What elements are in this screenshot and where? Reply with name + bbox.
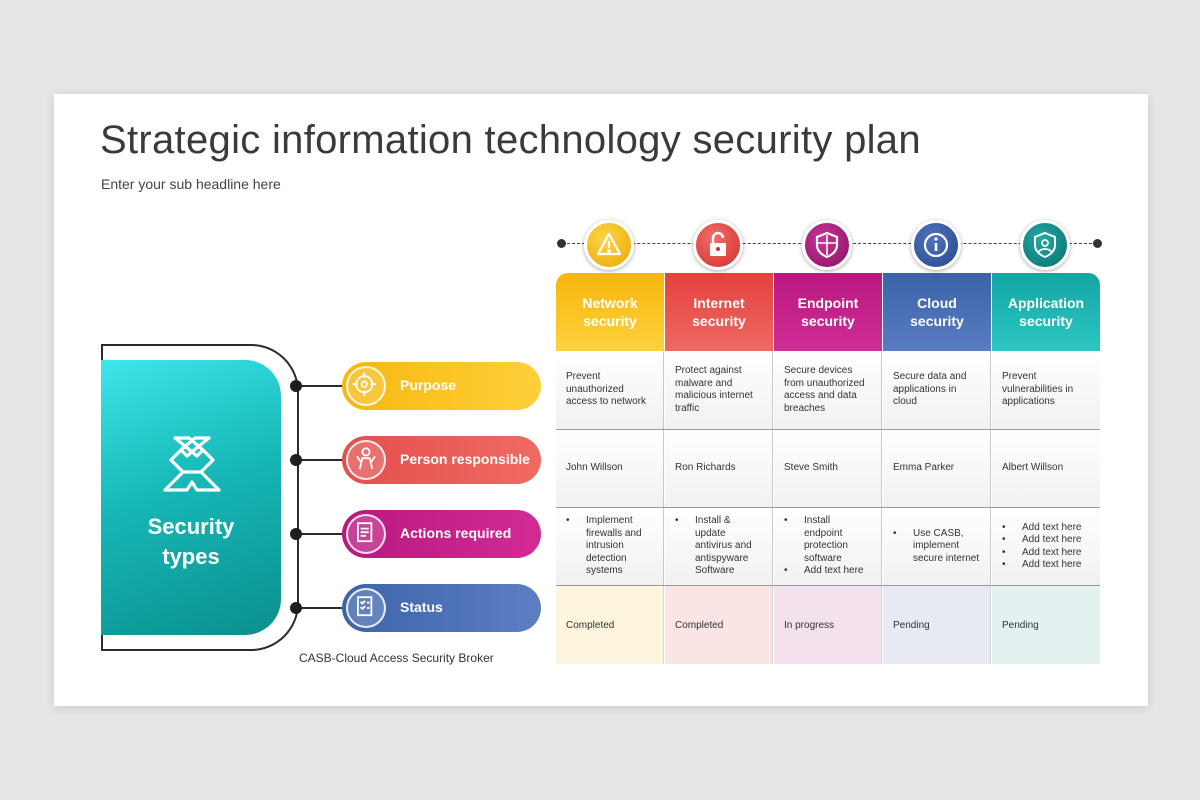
- cell-status: In progress: [774, 586, 882, 664]
- cell-actions: Add text here Add text here Add text her…: [992, 508, 1100, 585]
- cell-actions: Install & update antivirus and antispywa…: [665, 508, 773, 585]
- checklist-icon: [346, 588, 386, 628]
- cell-status: Pending: [883, 586, 991, 664]
- slide: Strategic information technology securit…: [54, 94, 1148, 706]
- connector-line-actions: [299, 533, 342, 535]
- row-separator: [556, 429, 1100, 430]
- action-item: Add text here: [1002, 534, 1081, 547]
- connector-line-status: [299, 607, 342, 609]
- security-types-label: Security types: [147, 514, 235, 569]
- action-item: Add text here: [784, 565, 871, 578]
- pill-label: Purpose: [400, 377, 457, 393]
- column-header-application: Application security: [992, 273, 1100, 351]
- pill-label: Person responsible: [400, 451, 530, 467]
- connector-line-purpose: [299, 385, 342, 387]
- connector-dot: [290, 528, 302, 540]
- action-item: Implement firewalls and intrusion detect…: [566, 515, 653, 578]
- person-icon: [346, 440, 386, 480]
- warning-icon: [584, 220, 634, 270]
- row-separator: [556, 585, 1100, 586]
- cell-actions: Use CASB, implement secure internet: [883, 508, 991, 585]
- pill-actions-required: Actions required: [342, 510, 541, 558]
- cell-status: Completed: [665, 586, 773, 664]
- bracket-cap-bottom: [101, 635, 103, 651]
- cell-person: John Willson: [556, 430, 664, 507]
- column-header-cloud: Cloud security: [883, 273, 991, 351]
- cell-person: Albert Willson: [992, 430, 1100, 507]
- info-icon: [911, 220, 961, 270]
- pill-label: Status: [400, 599, 443, 615]
- security-types-card: Security types: [101, 360, 281, 635]
- action-item: Install endpoint protection software: [784, 515, 871, 565]
- timeline-endpoint: [557, 239, 566, 248]
- cell-purpose: Protect against malware and malicious in…: [665, 351, 773, 429]
- action-item: Add text here: [1002, 522, 1081, 535]
- pill-label: Actions required: [400, 525, 512, 541]
- document-icon: [346, 514, 386, 554]
- page-subtitle: Enter your sub headline here: [101, 176, 281, 192]
- column-header-endpoint: Endpoint security: [774, 273, 882, 351]
- cell-purpose: Secure data and applications in cloud: [883, 351, 991, 429]
- cell-person: Steve Smith: [774, 430, 882, 507]
- cell-actions: Implement firewalls and intrusion detect…: [556, 508, 664, 585]
- cell-purpose: Secure devices from unauthorized access …: [774, 351, 882, 429]
- connector-dot: [290, 454, 302, 466]
- action-item: Install & update antivirus and antispywa…: [675, 515, 762, 578]
- handshake-icon: [163, 436, 221, 492]
- action-item: Add text here: [1002, 559, 1081, 572]
- connector-line-person: [299, 459, 342, 461]
- cell-purpose: Prevent unauthorized access to network: [556, 351, 664, 429]
- bracket-cap-top: [101, 344, 103, 360]
- unlock-icon: [693, 220, 743, 270]
- pill-purpose: Purpose: [342, 362, 541, 410]
- cell-purpose: Prevent vulnerabilities in applications: [992, 351, 1100, 429]
- row-separator: [556, 507, 1100, 508]
- cell-person: Ron Richards: [665, 430, 773, 507]
- timeline-endpoint: [1093, 239, 1102, 248]
- cell-person: Emma Parker: [883, 430, 991, 507]
- action-item: Use CASB, implement secure internet: [893, 528, 980, 566]
- connector-bracket: [101, 344, 299, 651]
- pill-status: Status: [342, 584, 541, 632]
- shield-icon: [802, 220, 852, 270]
- target-icon: [346, 366, 386, 406]
- cell-status: Completed: [556, 586, 664, 664]
- user-shield-icon: [1020, 220, 1070, 270]
- connector-dot: [290, 380, 302, 392]
- page-title: Strategic information technology securit…: [100, 118, 921, 162]
- action-item: Add text here: [1002, 547, 1081, 560]
- column-header-network: Network security: [556, 273, 664, 351]
- cell-actions: Install endpoint protection software Add…: [774, 508, 882, 585]
- connector-dot: [290, 602, 302, 614]
- footnote: CASB-Cloud Access Security Broker: [299, 651, 494, 665]
- column-header-internet: Internet security: [665, 273, 773, 351]
- pill-person-responsible: Person responsible: [342, 436, 541, 484]
- cell-status: Pending: [992, 586, 1100, 664]
